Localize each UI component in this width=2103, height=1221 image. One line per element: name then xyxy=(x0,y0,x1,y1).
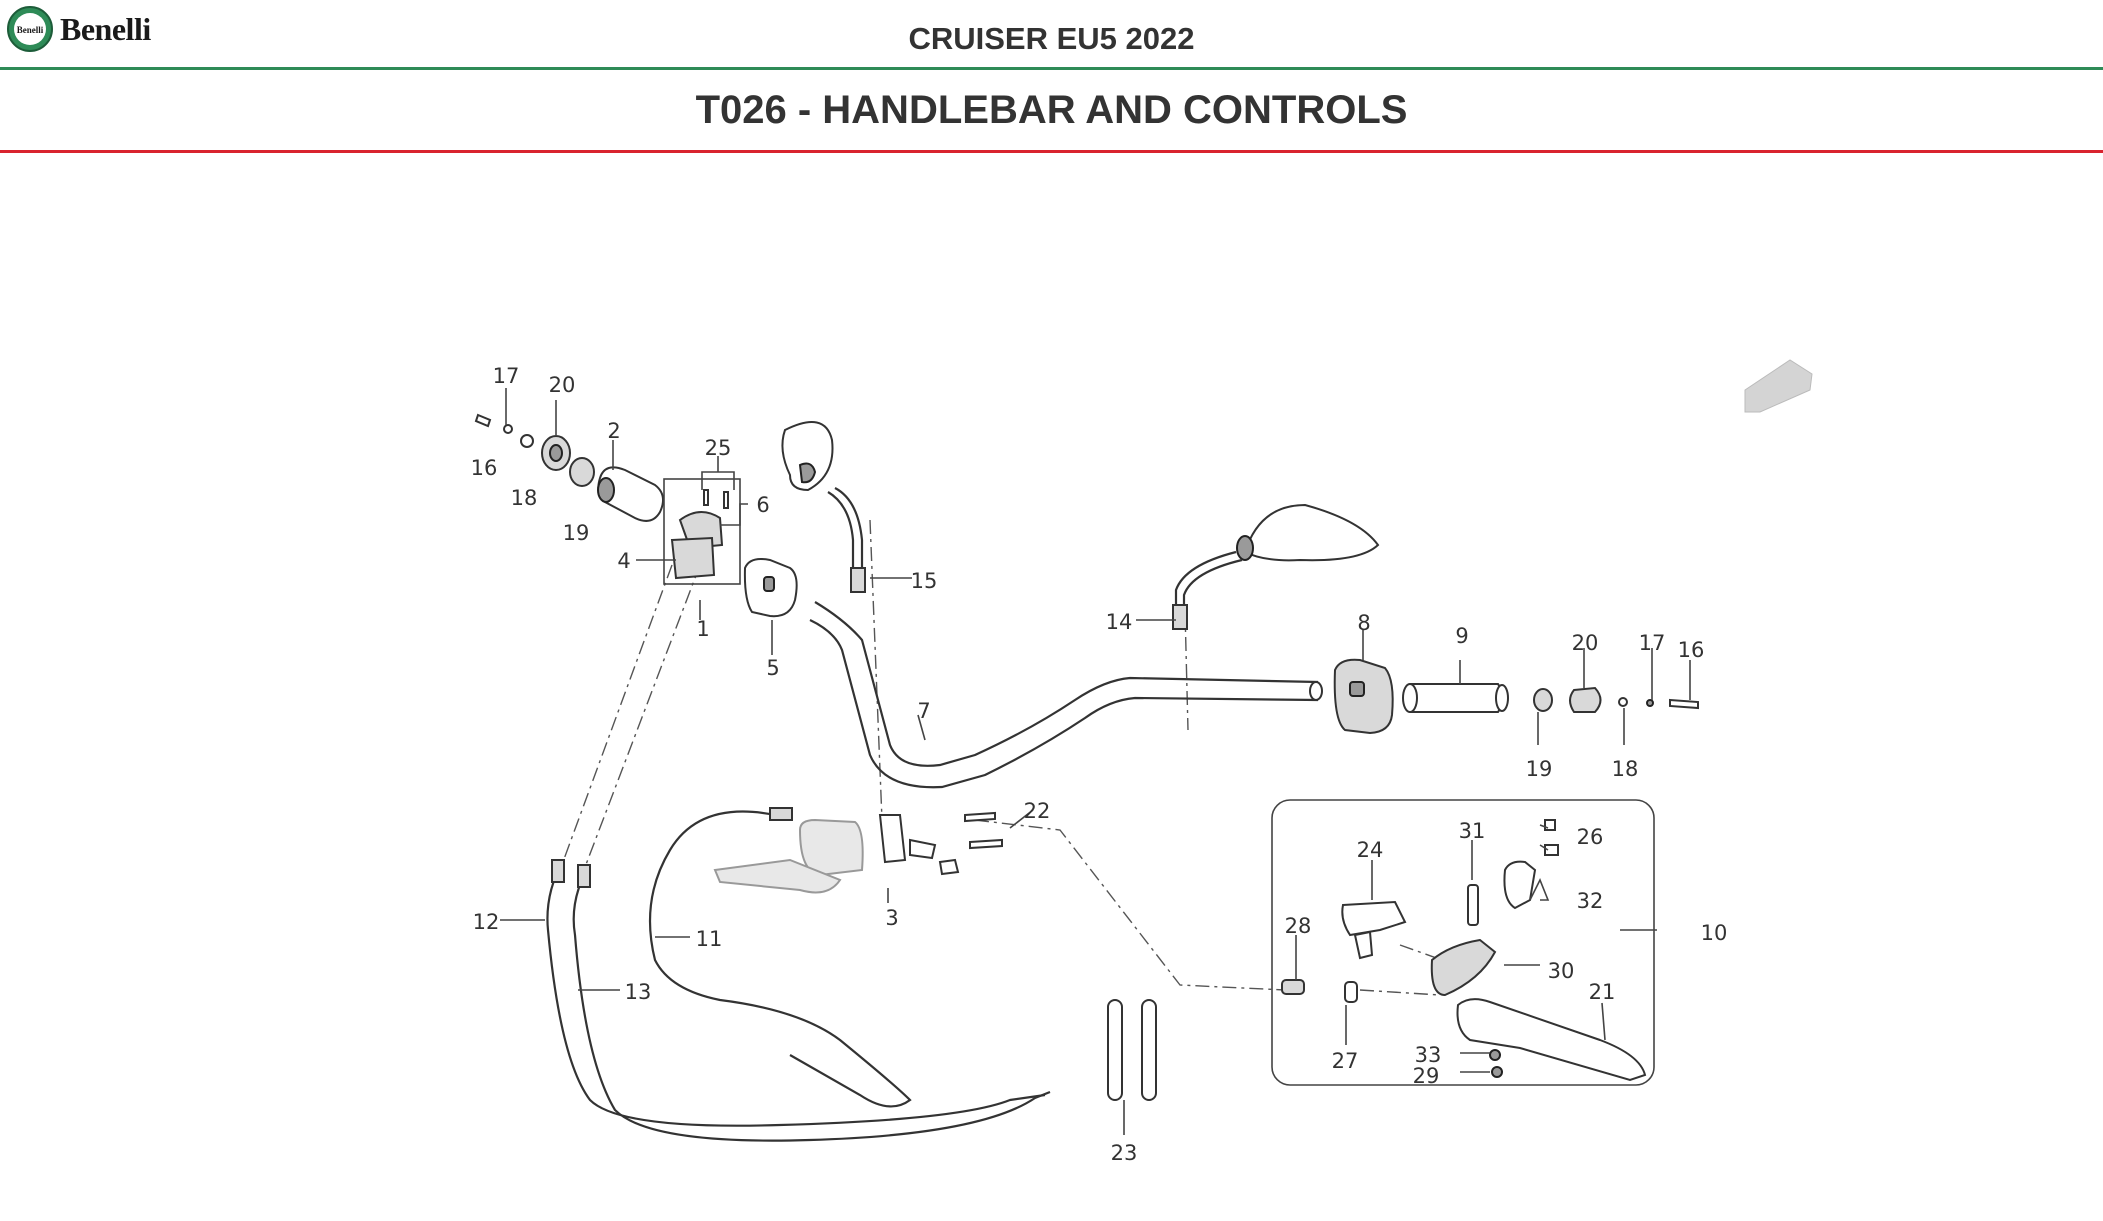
callout-20: 20 xyxy=(549,373,576,397)
callout-6: 6 xyxy=(756,493,769,517)
callout-18-right: 18 xyxy=(1612,757,1639,781)
cables xyxy=(546,807,1051,1142)
model-title: CRUISER EU5 2022 xyxy=(908,21,1195,56)
brake-master-cylinder xyxy=(713,811,1003,894)
callout-25: 25 xyxy=(705,436,732,460)
callout-13: 13 xyxy=(625,980,652,1004)
callout-3: 3 xyxy=(885,906,898,930)
logo-text: Benelli xyxy=(60,10,151,47)
callout-leader-lines xyxy=(500,388,1691,1135)
callout-14: 14 xyxy=(1106,610,1133,634)
cable-clamps xyxy=(1107,999,1157,1101)
callout-18: 18 xyxy=(511,486,538,510)
callout-16-right: 16 xyxy=(1678,638,1705,662)
brand-logo: Benelli Benelli xyxy=(6,4,151,54)
callout-12: 12 xyxy=(473,910,500,934)
left-grip-assembly xyxy=(474,413,798,618)
right-mirror xyxy=(1172,503,1380,630)
direction-arrow-icon xyxy=(1744,359,1813,413)
left-mirror xyxy=(781,421,866,593)
callout-17-right: 17 xyxy=(1639,631,1666,655)
callout-21: 21 xyxy=(1589,980,1616,1004)
clutch-lever-inset xyxy=(1271,799,1655,1086)
callout-22: 22 xyxy=(1024,799,1051,823)
callout-19: 19 xyxy=(563,521,590,545)
callout-31: 31 xyxy=(1459,819,1486,843)
section-title: T026 - HANDLEBAR AND CONTROLS xyxy=(695,88,1408,132)
callout-5: 5 xyxy=(766,656,779,680)
callout-27: 27 xyxy=(1332,1049,1359,1073)
callout-9: 9 xyxy=(1455,624,1468,648)
callout-32: 32 xyxy=(1577,889,1604,913)
callout-10: 10 xyxy=(1701,921,1728,945)
handlebar xyxy=(809,601,1323,789)
callout-24: 24 xyxy=(1357,838,1384,862)
right-controls xyxy=(1333,658,1699,735)
callout-11: 11 xyxy=(696,927,723,951)
callout-numbers: 17 20 16 18 19 2 25 6 4 1 5 15 7 14 8 9 … xyxy=(471,364,1728,1165)
header-divider xyxy=(0,67,2103,70)
callout-4: 4 xyxy=(617,549,630,573)
callout-1: 1 xyxy=(696,617,709,641)
callout-33: 33 xyxy=(1415,1043,1442,1067)
section-divider xyxy=(0,150,2103,153)
callout-28: 28 xyxy=(1285,914,1312,938)
callout-17: 17 xyxy=(493,364,520,388)
callout-2: 2 xyxy=(607,419,620,443)
callout-26: 26 xyxy=(1577,825,1604,849)
benelli-lion-icon: Benelli xyxy=(7,6,53,52)
callout-29: 29 xyxy=(1413,1064,1440,1088)
callout-20-right: 20 xyxy=(1572,631,1599,655)
callout-23: 23 xyxy=(1111,1141,1138,1165)
callout-16: 16 xyxy=(471,456,498,480)
callout-15: 15 xyxy=(911,569,938,593)
assembly-dash-lines xyxy=(559,519,1473,996)
callout-7: 7 xyxy=(917,699,930,723)
callout-30: 30 xyxy=(1548,959,1575,983)
page-header: Benelli Benelli CRUISER EU5 2022 xyxy=(0,0,2103,70)
callout-8: 8 xyxy=(1357,611,1370,635)
svg-text:Benelli: Benelli xyxy=(17,25,44,35)
callout-19-right: 19 xyxy=(1526,757,1553,781)
